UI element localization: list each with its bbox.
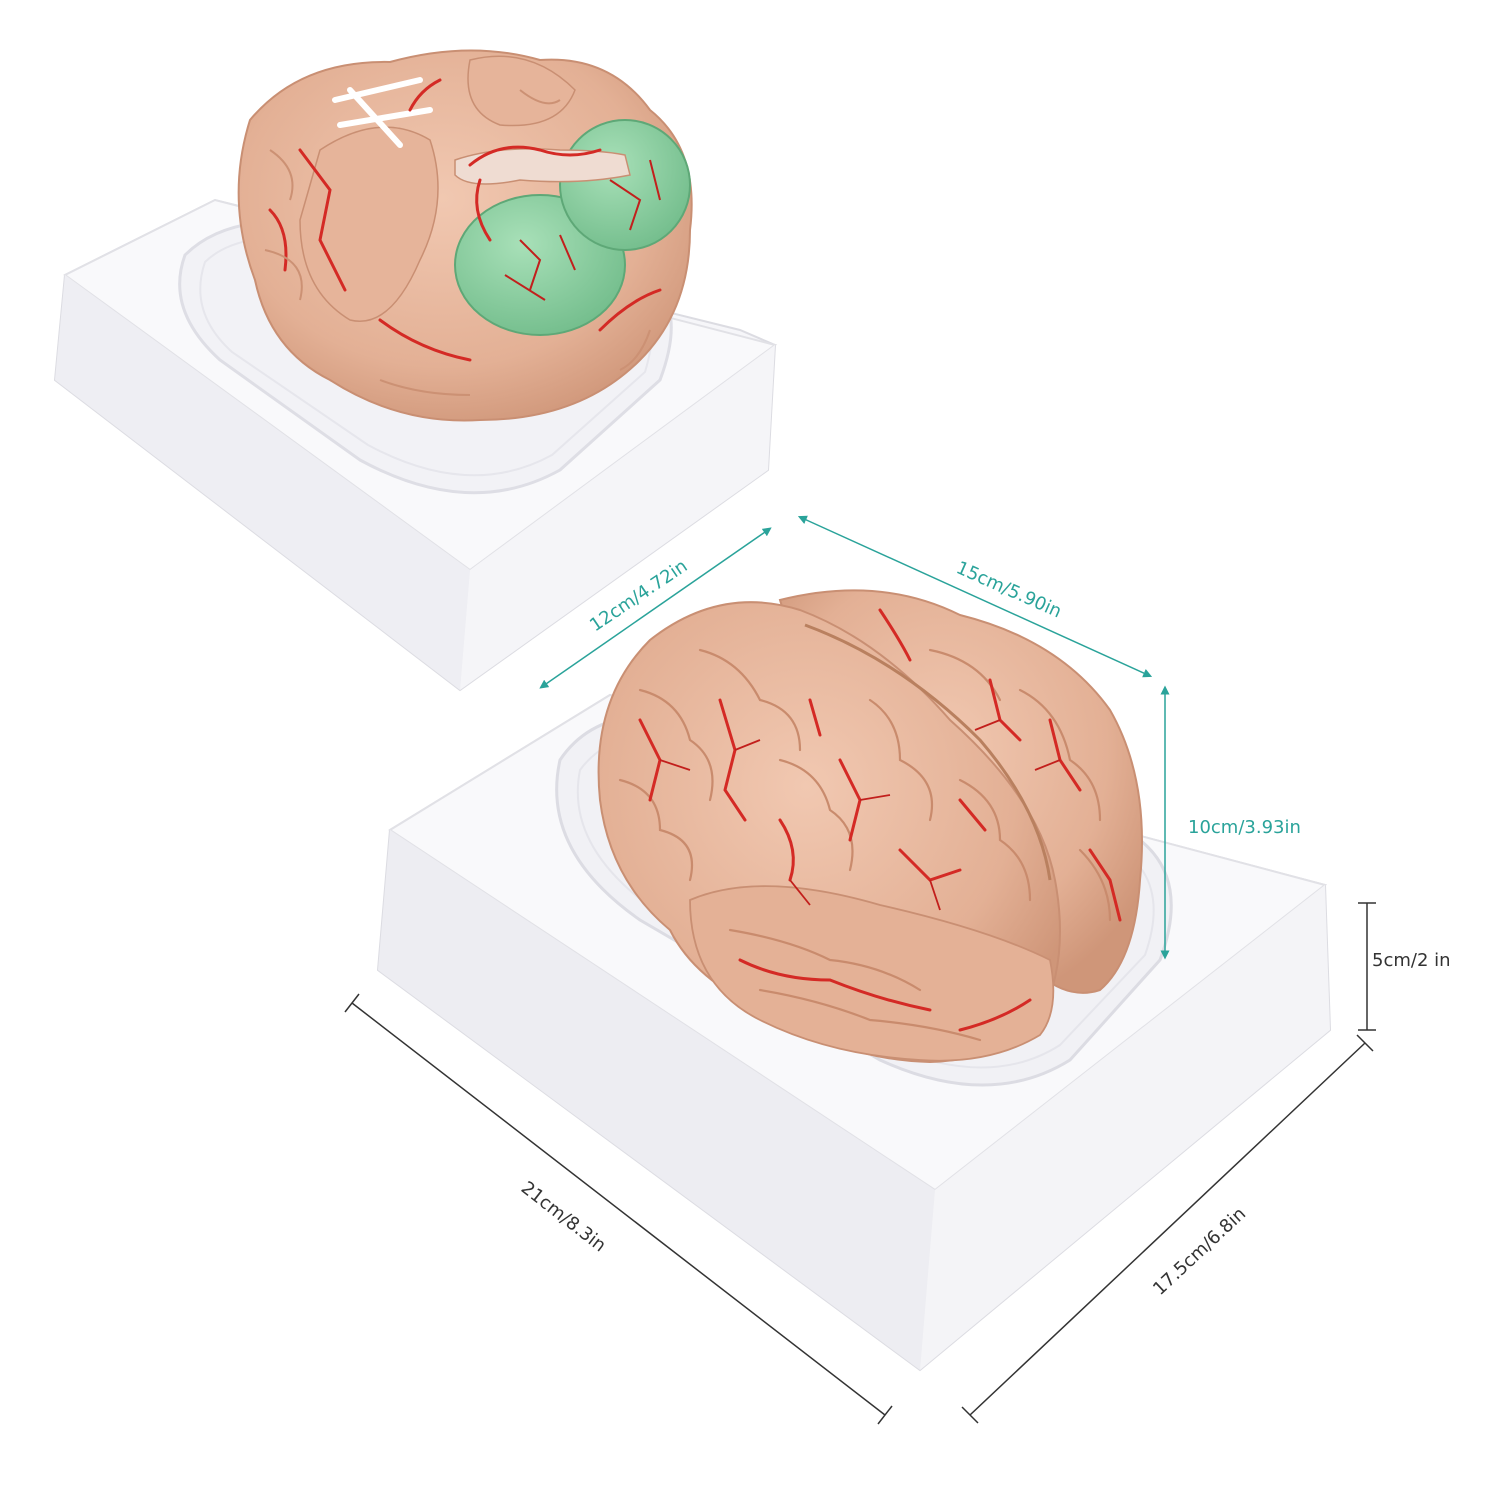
dimension-label-height: 10cm/3.93in <box>1188 817 1301 838</box>
bracket-line-icon <box>961 1034 1374 1424</box>
brain-model-top-view <box>376 589 1332 1372</box>
brain-model-bottom-view <box>53 49 778 692</box>
brain-inferior-view <box>237 49 693 422</box>
dimension-label-length: 15cm/5.90in <box>953 557 1065 622</box>
dimension-label-base-length: 21cm/8.3in <box>517 1177 610 1256</box>
brain-superior-view <box>597 589 1143 1064</box>
double-headed-arrow-icon <box>539 527 772 689</box>
dimension-label-base-height: 5cm/2 in <box>1372 950 1451 971</box>
dimension-label-base-width: 17.5cm/6.8in <box>1149 1203 1250 1299</box>
bracket-line-icon <box>344 993 893 1425</box>
double-headed-arrow-icon <box>797 515 1153 678</box>
bracket-line-icon <box>1358 902 1376 1031</box>
